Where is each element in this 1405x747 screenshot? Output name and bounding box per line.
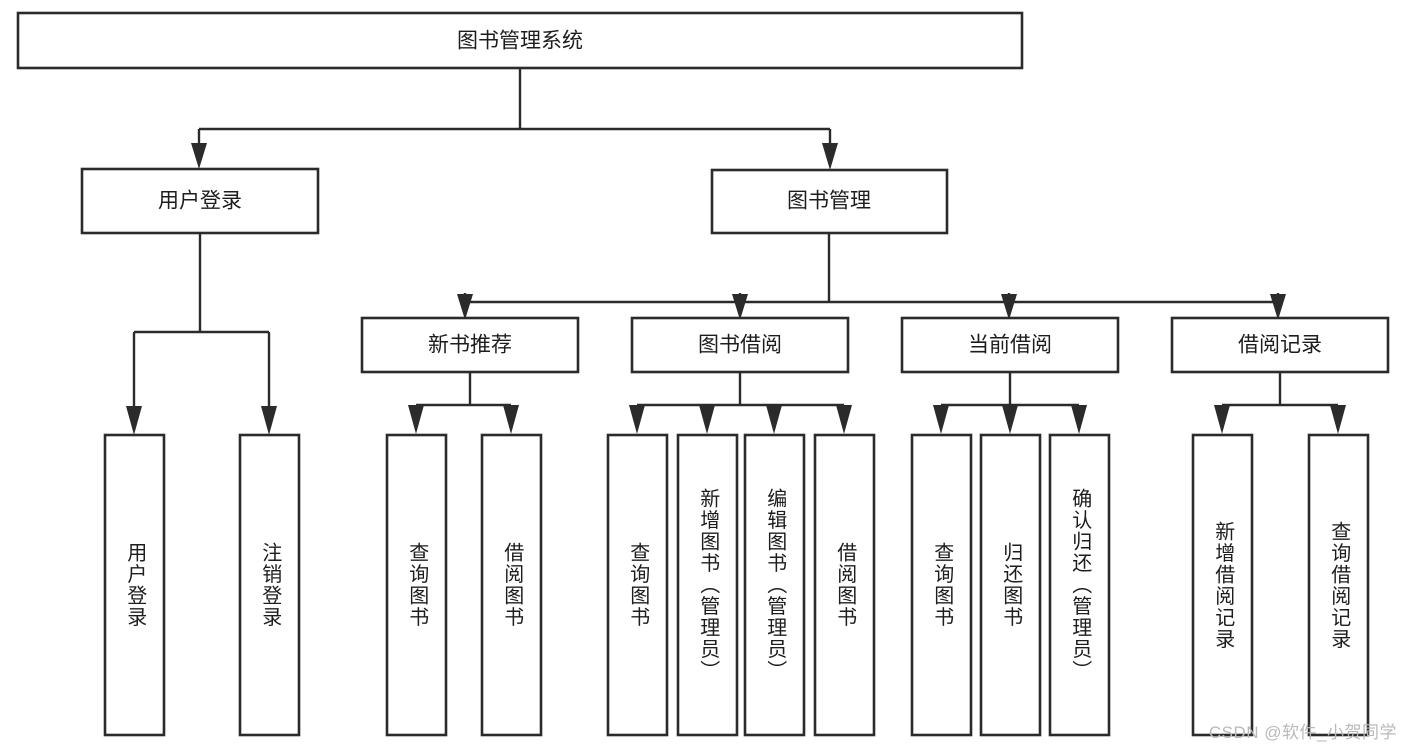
node-book-borrow-label: 图书借阅 [698,334,782,357]
leaf-box-nbr-1[interactable] [385,433,448,737]
arrow-current-borrow [1001,294,1017,320]
leaf-box-nbr-2[interactable] [480,433,543,737]
node-new-book-rec-box[interactable] [360,316,580,374]
node-borrow-record-label: 借阅记录 [1238,334,1322,357]
arrow-leaf-br-1 [1214,405,1230,434]
csdn-watermark: CSDN @软件_小贺同学 [1208,723,1397,742]
arrow-leaf-bb-1 [629,405,645,434]
node-root-label: 图书管理系统 [457,30,583,53]
leaf-box-br-1[interactable] [1191,433,1254,737]
arrow-leaf-nbr-1 [408,405,424,434]
arrow-leaf-br-2 [1330,405,1346,434]
leaf-box-cb-1[interactable] [910,433,973,737]
arrow-leaf-nbr-2 [503,405,519,434]
node-current-borrow-label: 当前借阅 [968,334,1052,357]
arrow-leaf-user-login-1 [126,406,142,435]
arrow-leaf-cb-3 [1071,405,1087,434]
arrow-leaf-cb-1 [933,405,949,434]
node-book-manage-box[interactable] [710,168,949,235]
arrow-leaf-cb-2 [1002,405,1018,434]
node-book-borrow-box[interactable] [630,316,850,374]
leaf-box-cb-2[interactable] [979,433,1042,737]
leaf-box-bb-1[interactable] [606,433,669,737]
arrow-book-manage [822,143,838,170]
arrow-leaf-bb-4 [836,405,852,434]
arrow-new-book-rec [457,294,473,320]
arrow-leaf-bb-2 [699,405,715,434]
arrow-leaf-user-login-2 [261,406,277,435]
node-root-box[interactable] [16,11,1024,70]
node-book-manage-label: 图书管理 [787,190,871,213]
leaf-box-cb-3[interactable] [1048,433,1111,737]
arrow-borrow-record [1270,294,1286,320]
arrow-leaf-bb-3 [766,405,782,434]
leaf-box-br-2[interactable] [1307,433,1370,737]
node-current-borrow-box[interactable] [900,316,1120,374]
leaf-box-bb-4[interactable] [813,433,876,737]
node-user-login-label: 用户登录 [158,190,242,213]
leaf-box-user-login-2[interactable] [238,433,301,737]
leaf-box-bb-2[interactable] [676,433,739,737]
leaf-box-user-login-1[interactable] [103,433,166,737]
node-borrow-record-box[interactable] [1170,316,1390,374]
arrow-user-login [191,143,207,169]
node-new-book-rec-label: 新书推荐 [428,334,512,357]
leaf-box-bb-3[interactable] [743,433,806,737]
arrow-book-borrow [732,294,748,320]
